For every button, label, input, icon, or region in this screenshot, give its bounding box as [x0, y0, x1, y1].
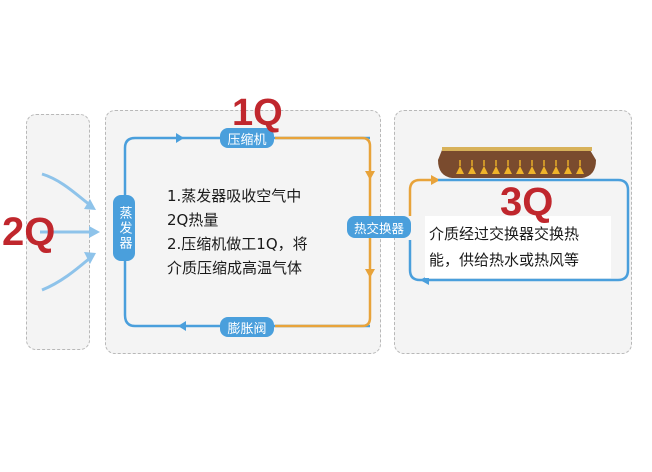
heat-pump-cycle-panel: [105, 110, 381, 354]
q3-label: 3Q: [500, 180, 554, 224]
middle-description-line-2: 2Q热量: [167, 211, 219, 229]
air-arrow-heads: [84, 199, 100, 264]
right-description-background: [425, 216, 611, 278]
right-description-line-1: 介质经过交换器交换热: [429, 225, 580, 243]
exchange-loop-cold: [408, 178, 630, 282]
exchange-loop-hot: [408, 178, 438, 216]
q1-label: 1Q: [232, 92, 283, 134]
evaporator-label: 蒸发器: [113, 195, 135, 261]
air-arrow-bottom: [41, 256, 91, 292]
expansion-valve-label: 膨胀阀: [220, 317, 274, 337]
compressor-label: 压缩机: [220, 128, 274, 148]
loop-direction-arrows: [176, 133, 375, 331]
incoming-air-arrows: [40, 172, 92, 292]
radiator-icon: [438, 147, 596, 178]
heat-exchanger-label: 热交换器: [347, 216, 411, 238]
middle-description-line-3: 2.压缩机做工1Q，将: [167, 235, 308, 253]
middle-description-line-1: 1.蒸发器吸收空气中: [167, 187, 302, 205]
air-arrow-top: [41, 172, 91, 207]
middle-description-line-4: 介质压缩成高温气体: [167, 259, 303, 277]
q2-label: 2Q: [2, 210, 56, 254]
right-description-line-2: 能，供给热水或热风等: [429, 251, 580, 269]
